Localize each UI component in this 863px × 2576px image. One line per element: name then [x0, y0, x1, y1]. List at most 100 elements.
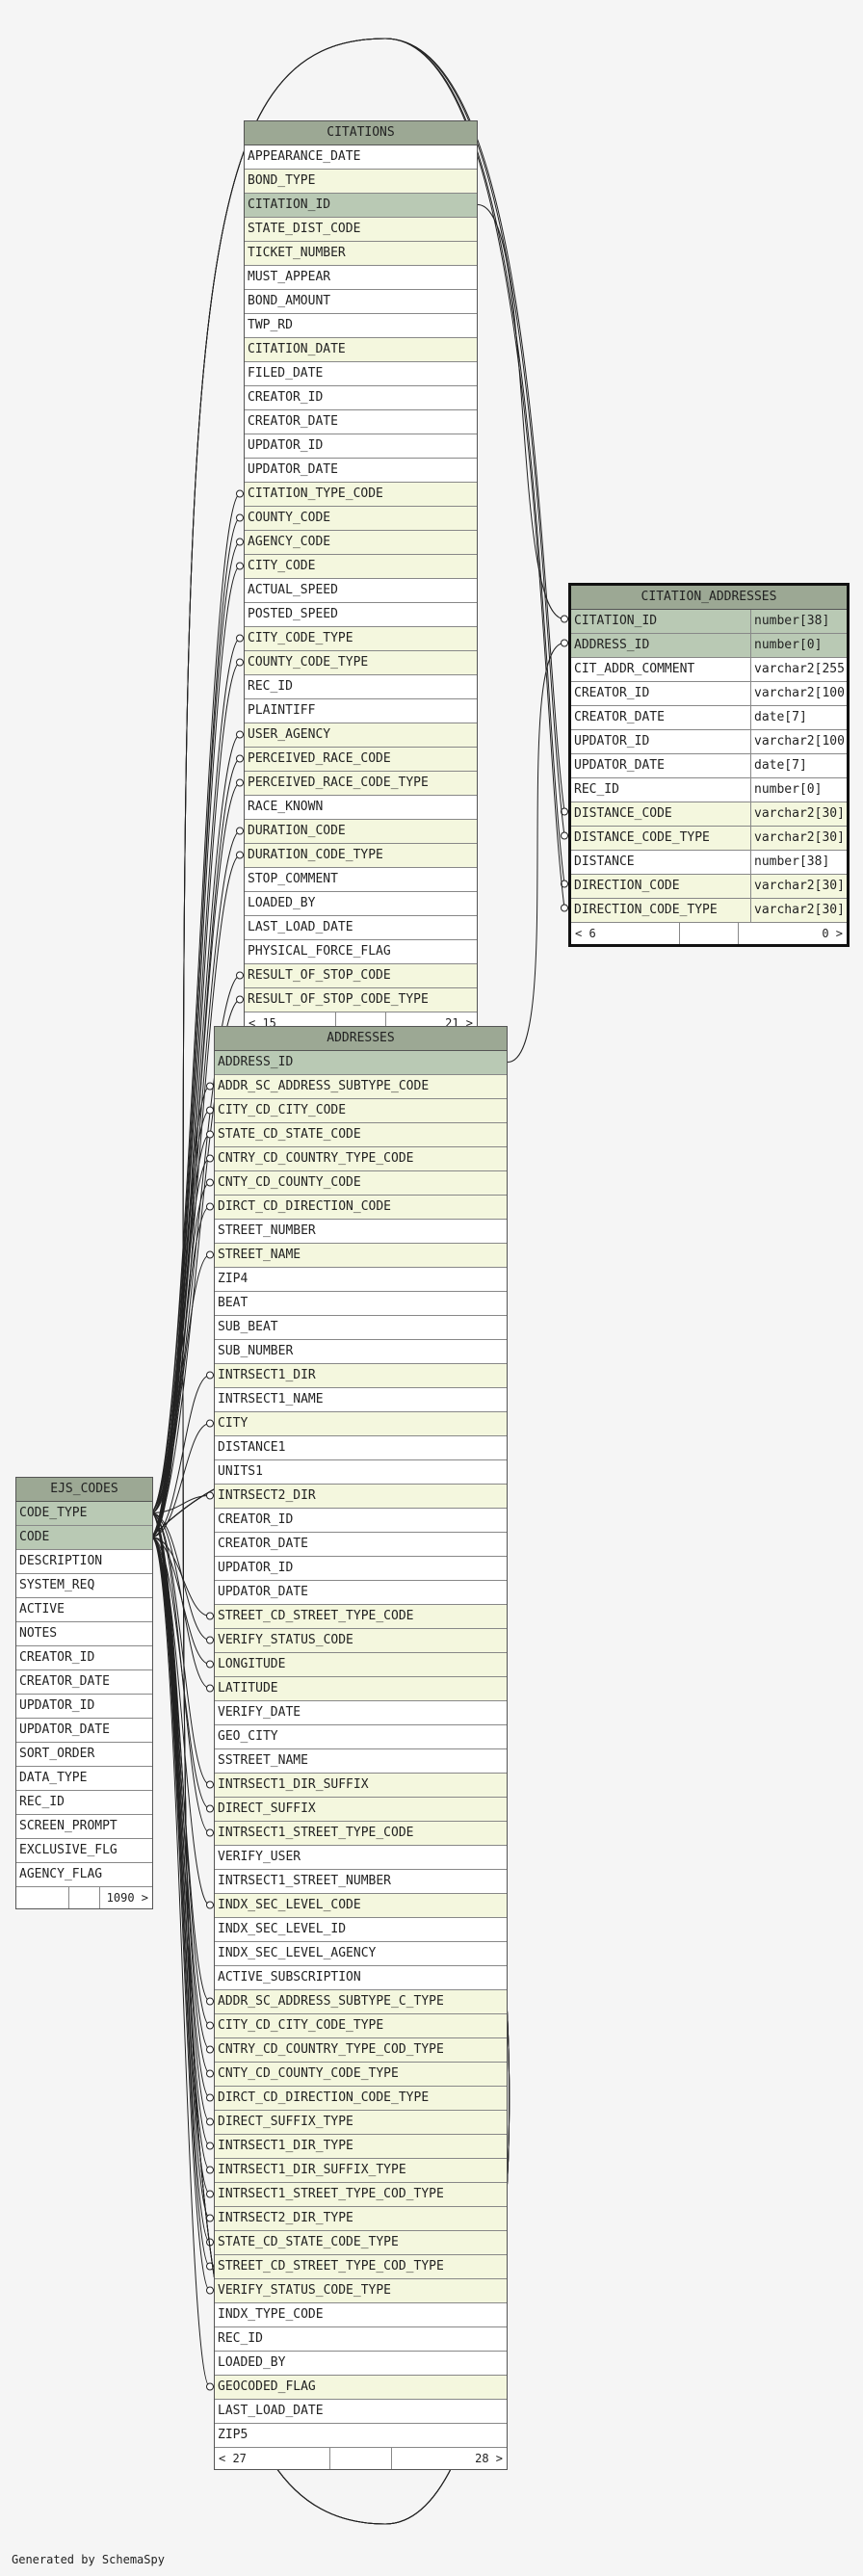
- column-row[interactable]: CNTRY_CD_COUNTRY_TYPE_COD_TYPE: [215, 2038, 507, 2063]
- column-row[interactable]: UPDATOR_ID: [215, 1557, 507, 1581]
- column-row[interactable]: LOADED_BY: [245, 892, 477, 916]
- column-row[interactable]: INDX_TYPE_CODE: [215, 2303, 507, 2327]
- footer-children-count[interactable]: 28 >: [475, 2452, 503, 2465]
- column-row[interactable]: TWP_RD: [245, 314, 477, 338]
- column-row[interactable]: SUB_NUMBER: [215, 1340, 507, 1364]
- column-row[interactable]: RESULT_OF_STOP_CODE_TYPE: [245, 988, 477, 1012]
- column-row[interactable]: CNTY_CD_COUNTY_CODE: [215, 1171, 507, 1196]
- column-row[interactable]: BOND_AMOUNT: [245, 290, 477, 314]
- column-row[interactable]: UPDATOR_ID: [245, 434, 477, 459]
- column-row[interactable]: APPEARANCE_DATE: [245, 145, 477, 170]
- column-row[interactable]: CITY_CODE: [245, 555, 477, 579]
- column-row[interactable]: SYSTEM_REQ: [16, 1574, 152, 1598]
- column-row[interactable]: POSTED_SPEED: [245, 603, 477, 627]
- table-header[interactable]: ADDRESSES: [215, 1027, 507, 1051]
- column-row[interactable]: ACTIVE_SUBSCRIPTION: [215, 1966, 507, 1990]
- column-row[interactable]: CNTY_CD_COUNTY_CODE_TYPE: [215, 2063, 507, 2087]
- column-row[interactable]: LOADED_BY: [215, 2352, 507, 2376]
- column-row[interactable]: ZIP4: [215, 1268, 507, 1292]
- column-row[interactable]: BEAT: [215, 1292, 507, 1316]
- column-row[interactable]: STATE_CD_STATE_CODE_TYPE: [215, 2231, 507, 2255]
- column-row[interactable]: ADDR_SC_ADDRESS_SUBTYPE_CODE: [215, 1075, 507, 1099]
- column-row[interactable]: PERCEIVED_RACE_CODE: [245, 748, 477, 772]
- table-header[interactable]: EJS_CODES: [16, 1478, 152, 1502]
- column-row[interactable]: STREET_CD_STREET_TYPE_CODE: [215, 1605, 507, 1629]
- footer-parents-count[interactable]: < 6: [571, 923, 680, 944]
- column-row[interactable]: VERIFY_DATE: [215, 1701, 507, 1725]
- column-row[interactable]: GEOCODED_FLAG: [215, 2376, 507, 2400]
- column-row[interactable]: MUST_APPEAR: [245, 266, 477, 290]
- column-row[interactable]: DESCRIPTION: [16, 1550, 152, 1574]
- column-row[interactable]: INTRSECT2_DIR_TYPE: [215, 2207, 507, 2231]
- column-row[interactable]: RACE_KNOWN: [245, 796, 477, 820]
- column-row[interactable]: CREATOR_DATE: [245, 410, 477, 434]
- footer-parents-count[interactable]: [16, 1887, 69, 1908]
- column-row[interactable]: UPDATOR_DATE: [16, 1719, 152, 1743]
- column-row[interactable]: CITY_CD_CITY_CODE_TYPE: [215, 2014, 507, 2038]
- column-row[interactable]: INTRSECT1_STREET_TYPE_COD_TYPE: [215, 2183, 507, 2207]
- column-row[interactable]: CITY_CD_CITY_CODE: [215, 1099, 507, 1123]
- column-row[interactable]: ACTIVE: [16, 1598, 152, 1622]
- column-row[interactable]: RESULT_OF_STOP_CODE: [245, 964, 477, 988]
- column-row[interactable]: CNTRY_CD_COUNTRY_TYPE_CODE: [215, 1147, 507, 1171]
- column-row[interactable]: INTRSECT1_NAME: [215, 1388, 507, 1412]
- footer-children-count[interactable]: 1090 >: [106, 1891, 148, 1905]
- column-row[interactable]: ADDRESS_ID: [215, 1051, 507, 1075]
- column-row[interactable]: VERIFY_USER: [215, 1846, 507, 1870]
- column-row[interactable]: COUNTY_CODE: [245, 507, 477, 531]
- column-row[interactable]: DURATION_CODE: [245, 820, 477, 844]
- column-row[interactable]: VERIFY_STATUS_CODE_TYPE: [215, 2279, 507, 2303]
- column-row[interactable]: CITATION_DATE: [245, 338, 477, 362]
- column-row[interactable]: AGENCY_CODE: [245, 531, 477, 555]
- column-row[interactable]: UPDATOR_DATE: [245, 459, 477, 483]
- column-row[interactable]: INDX_SEC_LEVEL_ID: [215, 1918, 507, 1942]
- column-row[interactable]: REC_ID: [245, 675, 477, 699]
- column-row[interactable]: VERIFY_STATUS_CODE: [215, 1629, 507, 1653]
- column-row[interactable]: ACTUAL_SPEED: [245, 579, 477, 603]
- column-row[interactable]: ADDR_SC_ADDRESS_SUBTYPE_C_TYPE: [215, 1990, 507, 2014]
- column-row[interactable]: CITY_CODE_TYPE: [245, 627, 477, 651]
- column-row[interactable]: FILED_DATE: [245, 362, 477, 386]
- column-row[interactable]: UNITS1: [215, 1460, 507, 1485]
- column-row[interactable]: STOP_COMMENT: [245, 868, 477, 892]
- column-row[interactable]: EXCLUSIVE_FLG: [16, 1839, 152, 1863]
- column-row[interactable]: STATE_CD_STATE_CODE: [215, 1123, 507, 1147]
- column-row[interactable]: STREET_NUMBER: [215, 1220, 507, 1244]
- column-row[interactable]: REC_ID: [215, 2327, 507, 2352]
- column-row[interactable]: LAST_LOAD_DATE: [245, 916, 477, 940]
- column-row[interactable]: STATE_DIST_CODE: [245, 218, 477, 242]
- column-row[interactable]: PLAINTIFF: [245, 699, 477, 723]
- column-row[interactable]: INTRSECT1_DIR_SUFFIX: [215, 1774, 507, 1798]
- column-row[interactable]: DIRCT_CD_DIRECTION_CODE: [215, 1196, 507, 1220]
- column-row[interactable]: CITATION_ID: [245, 194, 477, 218]
- column-row[interactable]: SORT_ORDER: [16, 1743, 152, 1767]
- column-row[interactable]: LATITUDE: [215, 1677, 507, 1701]
- footer-parents-count[interactable]: < 27: [215, 2448, 330, 2469]
- column-row[interactable]: TICKET_NUMBER: [245, 242, 477, 266]
- footer-children-count[interactable]: 0 >: [822, 927, 843, 940]
- column-row[interactable]: GEO_CITY: [215, 1725, 507, 1749]
- column-row[interactable]: REC_ID: [16, 1791, 152, 1815]
- column-row[interactable]: CITY: [215, 1412, 507, 1436]
- column-row[interactable]: LONGITUDE: [215, 1653, 507, 1677]
- column-row[interactable]: CREATOR_DATE: [215, 1533, 507, 1557]
- column-row[interactable]: CREATOR_ID: [16, 1646, 152, 1670]
- column-row[interactable]: CODE_TYPE: [16, 1502, 152, 1526]
- column-row[interactable]: SSTREET_NAME: [215, 1749, 507, 1774]
- column-row[interactable]: UPDATOR_ID: [16, 1695, 152, 1719]
- column-row[interactable]: PERCEIVED_RACE_CODE_TYPE: [245, 772, 477, 796]
